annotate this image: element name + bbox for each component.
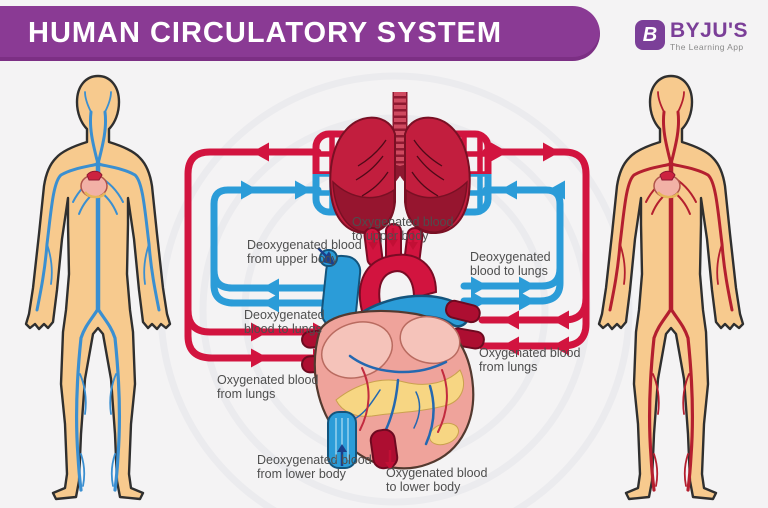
- label-deoxygenated-to-lungs-left: Deoxygenated blood to lungs: [244, 308, 325, 336]
- label-oxygenated-from-lungs-right: Oxygenated blood from lungs: [479, 346, 581, 374]
- pointer-arrows: [317, 228, 418, 470]
- deoxygenated-loop-right: [460, 180, 565, 311]
- arterial-system-figure: [599, 76, 743, 499]
- venous-system-figure: [26, 76, 170, 499]
- header-banner: HUMAN CIRCULATORY SYSTEM: [0, 6, 600, 61]
- logo-tagline-text: The Learning App: [669, 42, 744, 52]
- page-title: HUMAN CIRCULATORY SYSTEM: [28, 17, 503, 49]
- deoxygenated-loop-left: [210, 180, 346, 313]
- label-oxygenated-from-lungs-left: Oxygenated blood from lungs: [217, 373, 319, 401]
- label-oxygenated-to-lower-body: Oxygenated blood to lower body: [386, 466, 488, 494]
- blue-up-arrow-icon: [337, 444, 347, 466]
- red-down-arrow-icon: [368, 228, 418, 250]
- oxygenated-loop-left: [184, 142, 353, 368]
- navy-pointer-arrow-icon: [317, 247, 335, 265]
- label-deoxygenated-from-upper-body: Deoxygenated blood from upper body: [247, 238, 362, 266]
- byjus-b-icon: B: [634, 20, 665, 50]
- lungs-illustration: [329, 92, 471, 235]
- byjus-logo: B BYJU'S The Learning App: [634, 19, 748, 52]
- label-oxygenated-to-upper-body: Oxygenated blood to upper body: [352, 215, 454, 243]
- heart-illustration: [301, 223, 485, 470]
- systemic-pulmonary-loops: [184, 142, 590, 368]
- logo-brand-text: BYJU'S: [669, 19, 748, 42]
- label-deoxygenated-from-lower-body: Deoxygenated blood from lower body: [257, 453, 372, 481]
- label-deoxygenated-to-lungs-right: Deoxygenated blood to lungs: [470, 250, 551, 278]
- red-down-arrow-lower-icon: [385, 450, 395, 470]
- oxygenated-loop-right: [478, 142, 590, 356]
